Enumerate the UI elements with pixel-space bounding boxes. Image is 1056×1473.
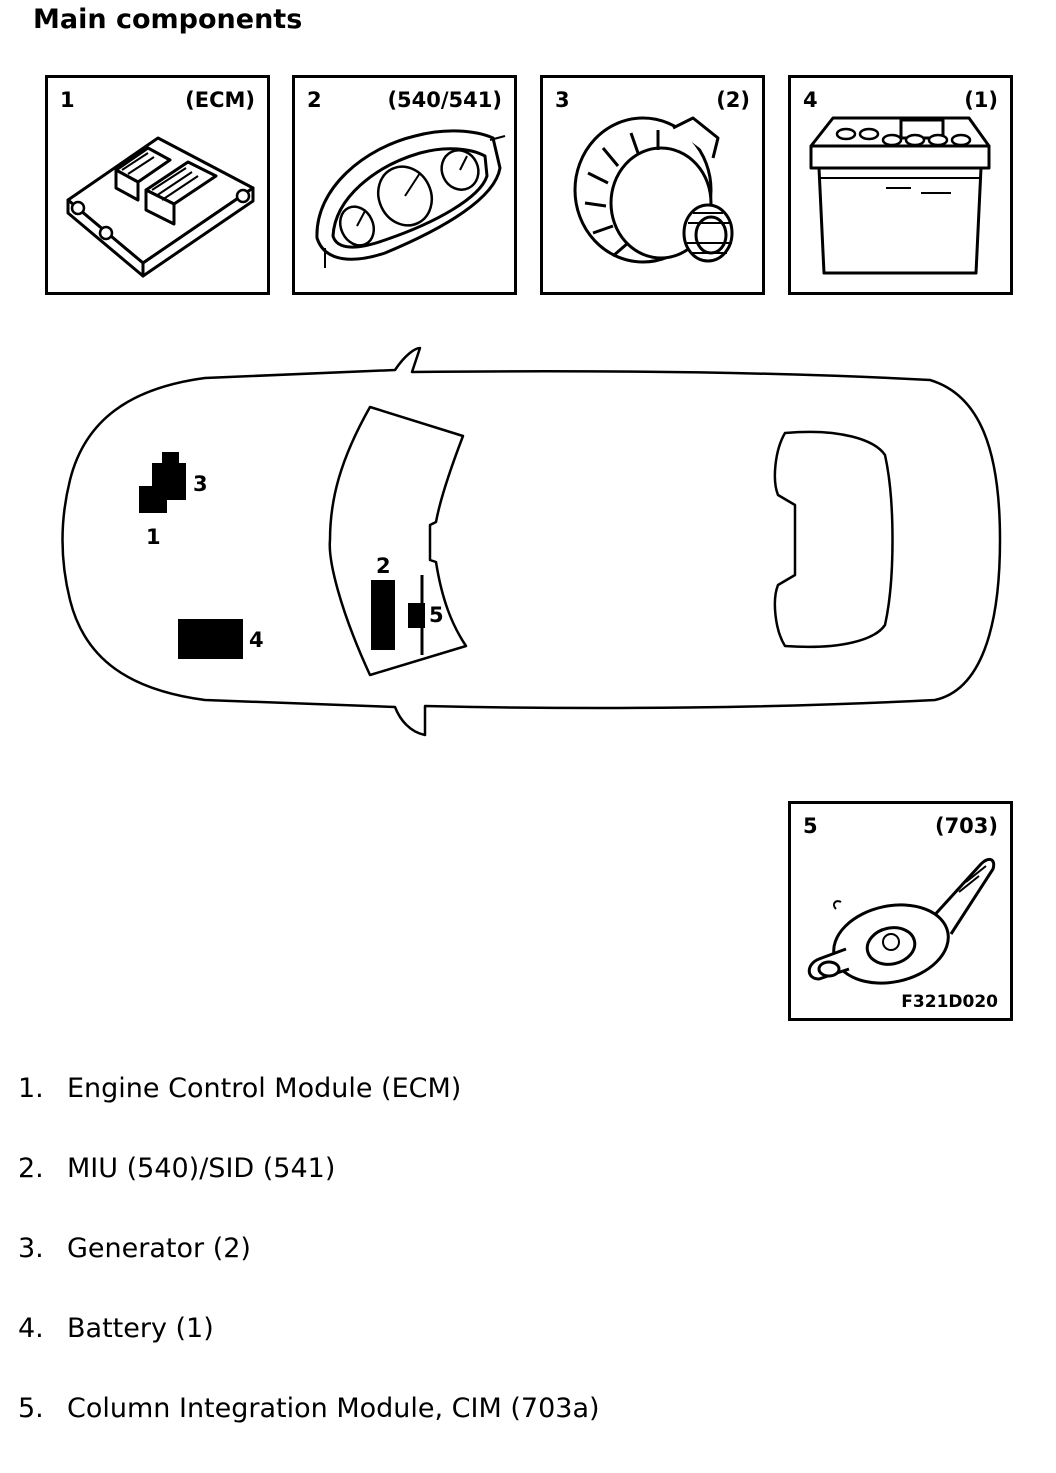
marker-generator-top <box>162 452 179 464</box>
component-number: 2 <box>307 88 322 112</box>
legend-number: 2. <box>18 1153 44 1184</box>
legend-item: 3. Generator (2) <box>18 1233 1038 1313</box>
battery-icon <box>809 116 991 275</box>
page-title: Main components <box>33 4 303 35</box>
car-top-view: 3 1 2 5 4 <box>0 330 1056 750</box>
car-label-2: 2 <box>376 554 391 578</box>
component-box-miu-sid: 2 (540/541) <box>292 75 517 295</box>
legend-text: Column Integration Module, CIM (703a) <box>67 1393 600 1424</box>
component-box-battery: 4 (1) <box>788 75 1013 295</box>
marker-cim <box>408 603 425 628</box>
generator-icon <box>573 116 734 264</box>
component-code: (703) <box>934 814 998 838</box>
component-code: (540/541) <box>387 88 502 112</box>
marker-miu-sid <box>371 580 395 650</box>
component-box-generator: 3 (2) <box>540 75 765 295</box>
car-outline-diagram: 3 1 2 5 4 <box>61 346 1002 737</box>
component-number: 4 <box>803 88 818 112</box>
column-integration-module-icon <box>807 857 996 985</box>
marker-battery <box>178 619 243 659</box>
component-number: 3 <box>555 88 570 112</box>
legend-text: Engine Control Module (ECM) <box>67 1073 462 1104</box>
legend-item: 5. Column Integration Module, CIM (703a) <box>18 1393 1038 1473</box>
figure-id: F321D020 <box>901 992 998 1012</box>
component-code: (1) <box>964 88 998 112</box>
component-box-cim: 5 (703) F321D020 <box>788 801 1013 1021</box>
legend-item: 1. Engine Control Module (ECM) <box>18 1073 1038 1153</box>
legend-number: 1. <box>18 1073 44 1104</box>
legend-item: 4. Battery (1) <box>18 1313 1038 1393</box>
legend-text: Generator (2) <box>67 1233 251 1264</box>
car-label-1: 1 <box>146 525 161 549</box>
car-label-4: 4 <box>249 628 264 652</box>
car-label-5: 5 <box>429 603 444 627</box>
component-markers <box>139 452 425 659</box>
component-box-ecm: 1 (ECM) <box>45 75 270 295</box>
marker-generator <box>152 463 186 500</box>
component-legend: 1. Engine Control Module (ECM) 2. MIU (5… <box>18 1073 1038 1473</box>
component-code: (2) <box>716 88 750 112</box>
component-number: 5 <box>803 814 818 838</box>
instrument-cluster-icon <box>315 129 506 268</box>
legend-item: 2. MIU (540)/SID (541) <box>18 1153 1038 1233</box>
legend-number: 3. <box>18 1233 44 1264</box>
car-label-3: 3 <box>193 472 208 496</box>
ecm-module-icon <box>66 136 255 278</box>
component-number: 1 <box>60 88 75 112</box>
legend-text: Battery (1) <box>67 1313 214 1344</box>
legend-text: MIU (540)/SID (541) <box>67 1153 336 1184</box>
legend-number: 4. <box>18 1313 44 1344</box>
component-code: (ECM) <box>185 88 255 112</box>
legend-number: 5. <box>18 1393 44 1424</box>
